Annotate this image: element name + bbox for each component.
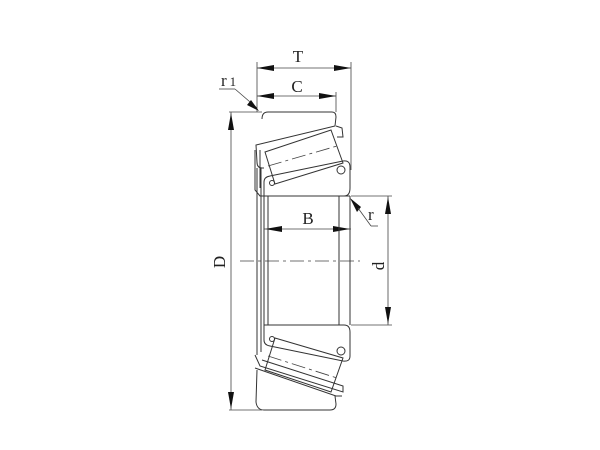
bore	[256, 168, 351, 355]
dimension-d: d	[351, 195, 392, 326]
dimension-D: D	[210, 111, 262, 411]
dimension-T: T	[256, 47, 352, 170]
bearing-upper-half	[254, 111, 351, 197]
label-r: r	[368, 205, 374, 224]
label-B: B	[302, 209, 313, 228]
label-T: T	[293, 47, 304, 66]
label-C: C	[291, 77, 302, 96]
dimension-B: B	[264, 209, 351, 232]
label-D: D	[210, 256, 229, 268]
dimension-r: r	[350, 198, 378, 227]
dimension-C: C	[257, 77, 337, 112]
bearing-lower-half	[254, 324, 351, 411]
label-d: d	[369, 261, 388, 270]
